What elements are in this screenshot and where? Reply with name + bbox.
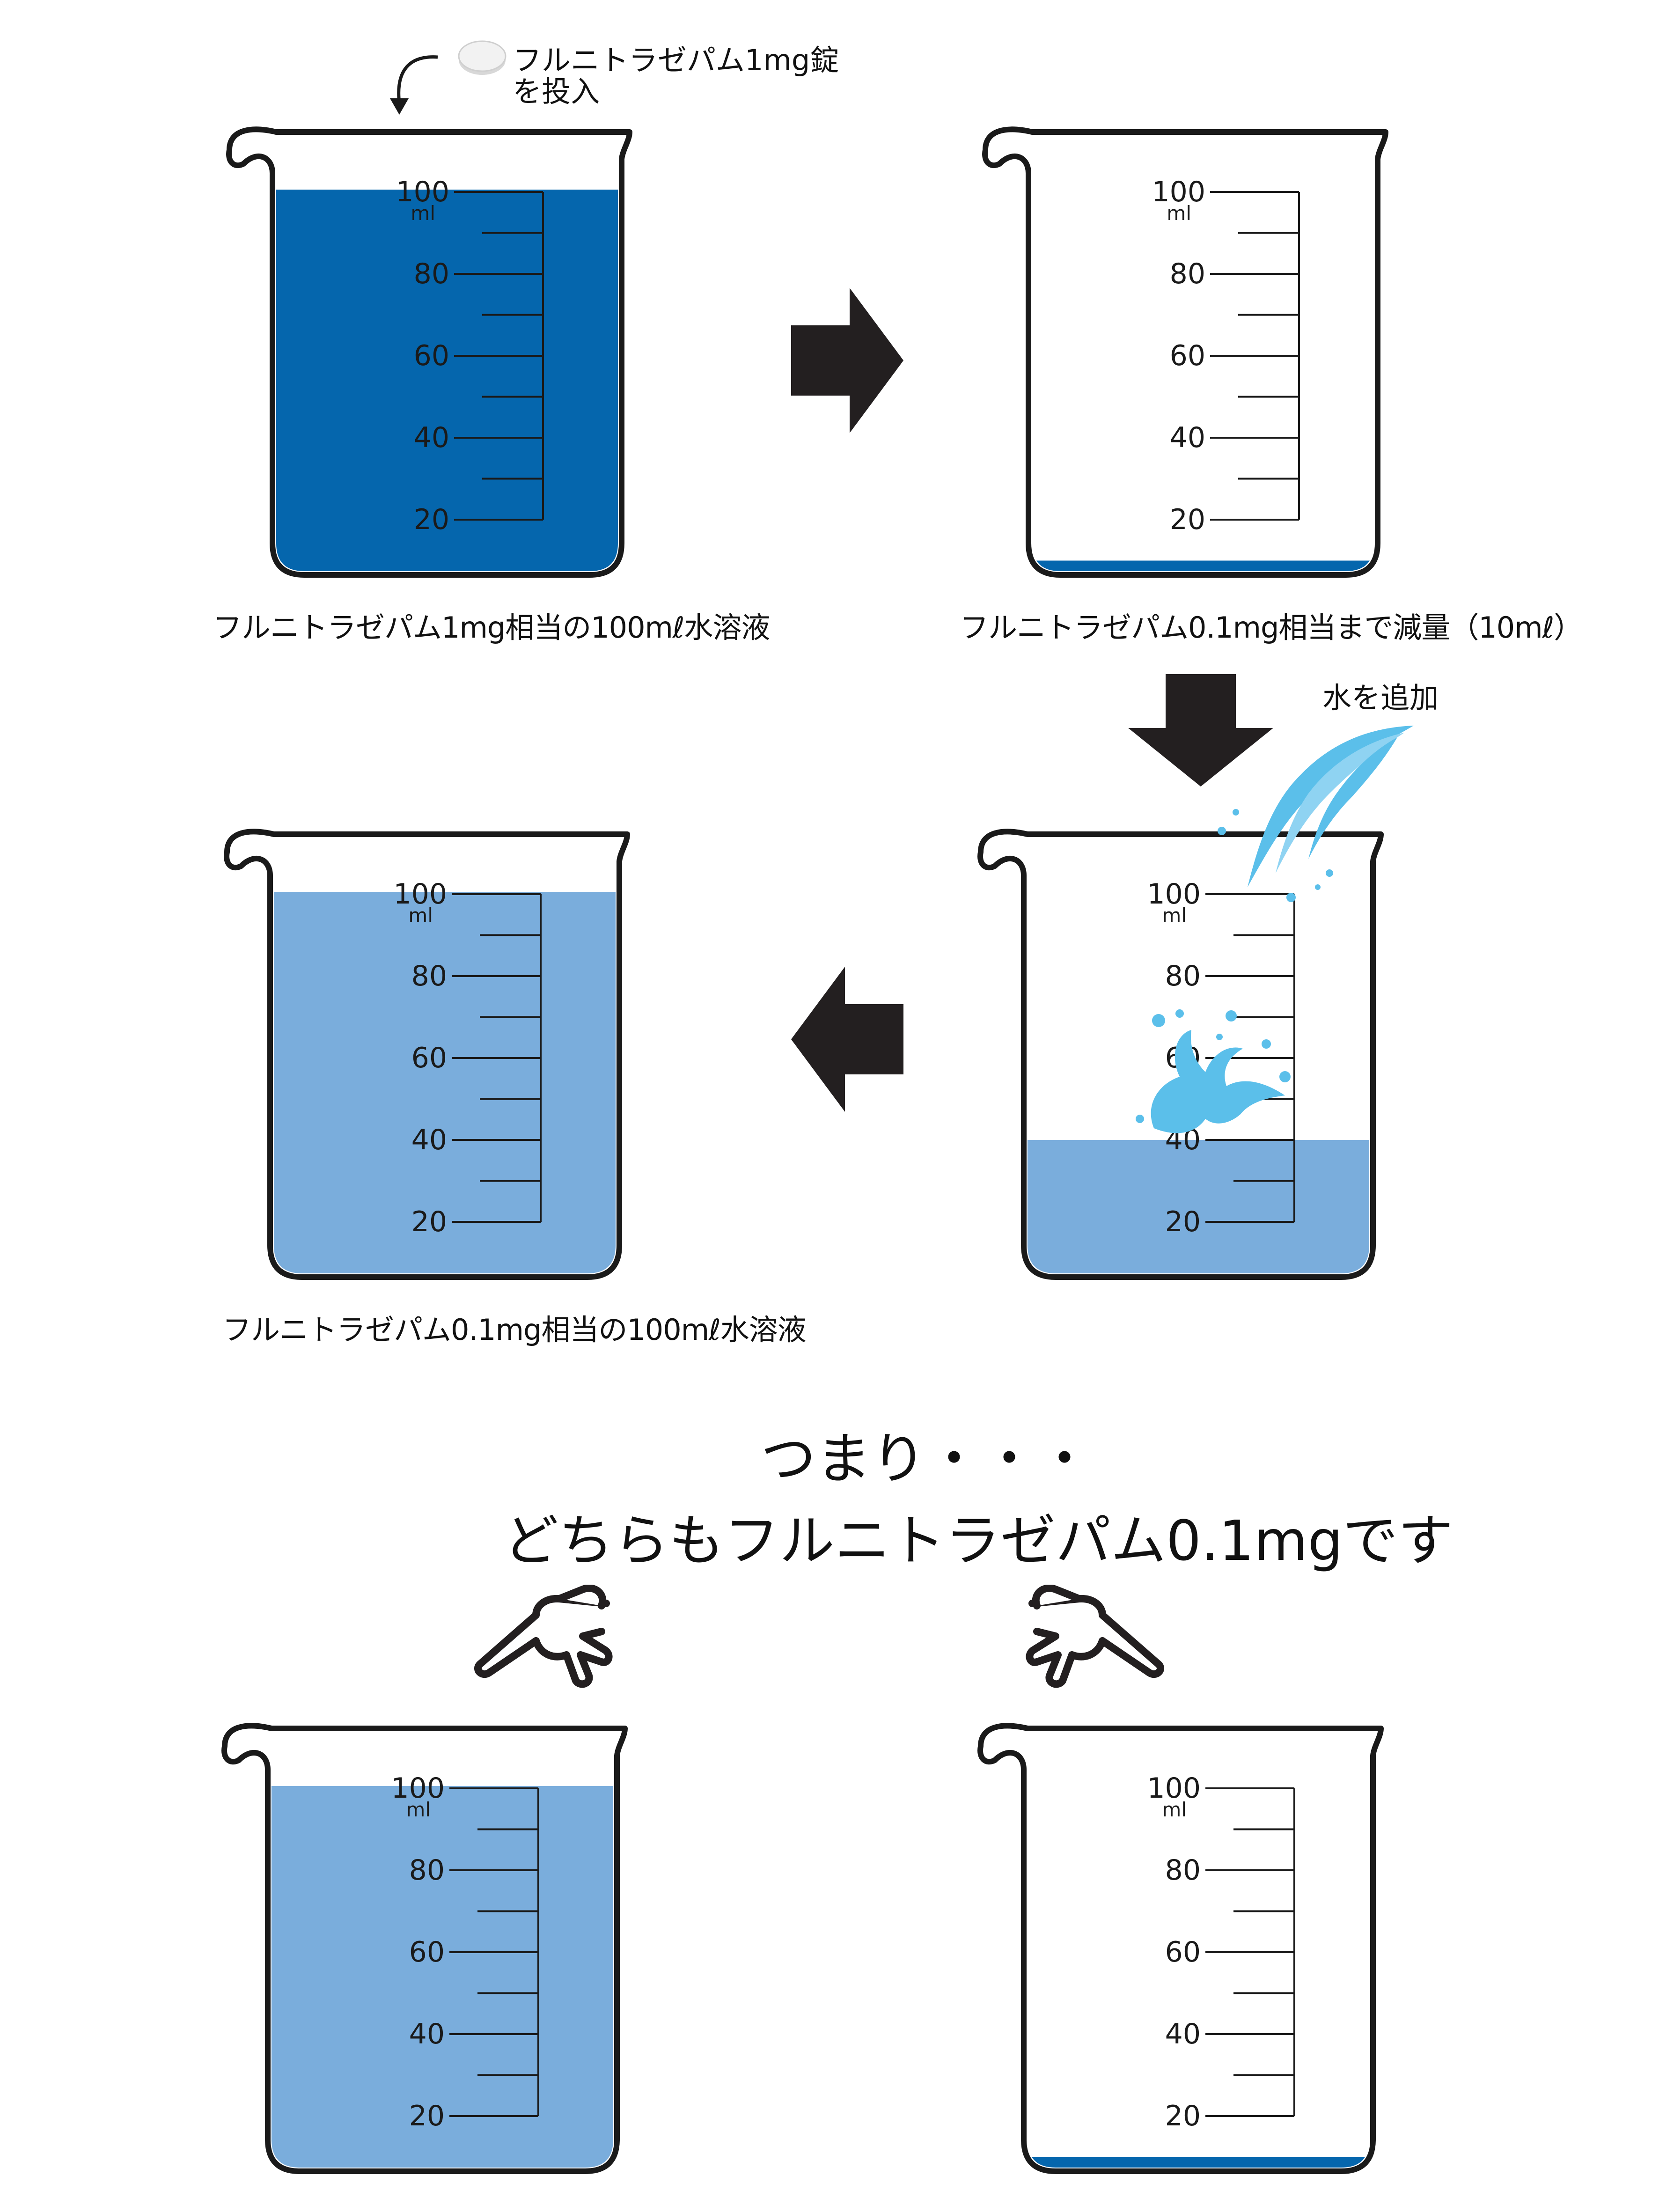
caption-beaker-2: フルニトラゼパム0.1mg相当まで減量（10mℓ） (960, 610, 1583, 645)
pointing-hand-icon (1023, 1584, 1173, 1694)
liquid-fill (1028, 1140, 1369, 1273)
scale-label: 100 (396, 176, 449, 208)
caption-beaker-1: フルニトラゼパム1mg相当の100mℓ水溶液 (213, 610, 771, 645)
scale-label: 40 (409, 2018, 445, 2050)
scale-label: 40 (1170, 421, 1205, 454)
scale-label: 80 (1165, 1854, 1201, 1887)
scale-label: 20 (1165, 1205, 1201, 1238)
scale-label: 40 (414, 421, 449, 454)
beaker-outline (982, 126, 1388, 578)
beaker-outline (221, 1723, 628, 2174)
tablet-icon (456, 37, 508, 80)
scale-unit: ml (408, 904, 433, 927)
scale-label: 40 (411, 1124, 447, 1156)
splash-icon (1130, 1002, 1294, 1139)
scale-label: 20 (411, 1205, 447, 1238)
scale-label: 60 (1170, 339, 1205, 372)
scale-label: 80 (409, 1854, 445, 1887)
scale-label: 20 (1170, 503, 1205, 536)
scale-unit: ml (1162, 904, 1187, 927)
arrow-left-icon (791, 967, 903, 1114)
scale-label: 100 (1147, 878, 1201, 911)
beaker-outline (977, 829, 1384, 1280)
scale-unit: ml (1167, 202, 1191, 225)
scale-label: 100 (393, 878, 447, 911)
scale-label: 40 (1165, 2018, 1201, 2050)
tablet-note-line1: フルニトラゼパム1mg錠 (513, 43, 839, 77)
scale-label: 60 (1165, 1936, 1201, 1969)
conclusion-line1: つまり・・・ (761, 1426, 1093, 1491)
scale-label: 80 (411, 960, 447, 992)
beaker-5: 100 80 60 40 20 ml (211, 1718, 641, 2186)
scale-label: 20 (414, 503, 449, 536)
conclusion-line2: どちらもフルニトラゼパム0.1mgです (503, 1508, 1453, 1573)
arrow-down-icon (1128, 674, 1273, 788)
beaker-outline (224, 829, 630, 1280)
scale-label: 20 (1165, 2100, 1201, 2132)
water-stream-icon (1212, 719, 1418, 917)
scale-label: 100 (391, 1772, 445, 1805)
beaker-outline (226, 126, 632, 578)
scale-label: 80 (1170, 257, 1205, 290)
arrow-right-icon (791, 288, 903, 435)
caption-beaker-4: フルニトラゼパム0.1mg相当の100mℓ水溶液 (222, 1313, 807, 1347)
liquid-fill (1028, 2157, 1369, 2168)
scale-unit: ml (406, 1798, 431, 1821)
scale-label: 80 (1165, 960, 1201, 992)
scale-label: 60 (411, 1042, 447, 1074)
scale-unit: ml (411, 202, 435, 225)
scale-label: 80 (414, 257, 449, 290)
beaker-6: 100 80 60 40 20 ml (967, 1718, 1397, 2186)
curved-arrow-icon (377, 51, 452, 117)
scale-label: 100 (1147, 1772, 1201, 1805)
scale-unit: ml (1162, 1798, 1187, 1821)
liquid-fill (276, 190, 618, 571)
tablet-note-line2: を投入 (513, 74, 600, 109)
beaker-2: 100 80 60 40 20 ml (971, 122, 1402, 590)
scale-label: 100 (1152, 176, 1205, 208)
liquid-fill (1032, 560, 1374, 571)
water-note: 水を追加 (1322, 681, 1439, 715)
beaker-outline (977, 1723, 1384, 2174)
liquid-fill (274, 892, 616, 1273)
beaker-4: 100 80 60 40 20 ml (213, 824, 644, 1292)
beaker-1: 100 80 60 40 20 ml (215, 122, 646, 590)
scale-label: 60 (409, 1936, 445, 1969)
scale-label: 20 (409, 2100, 445, 2132)
liquid-fill (272, 1786, 613, 2168)
scale-label: 60 (414, 339, 449, 372)
pointing-hand-icon (466, 1584, 616, 1694)
